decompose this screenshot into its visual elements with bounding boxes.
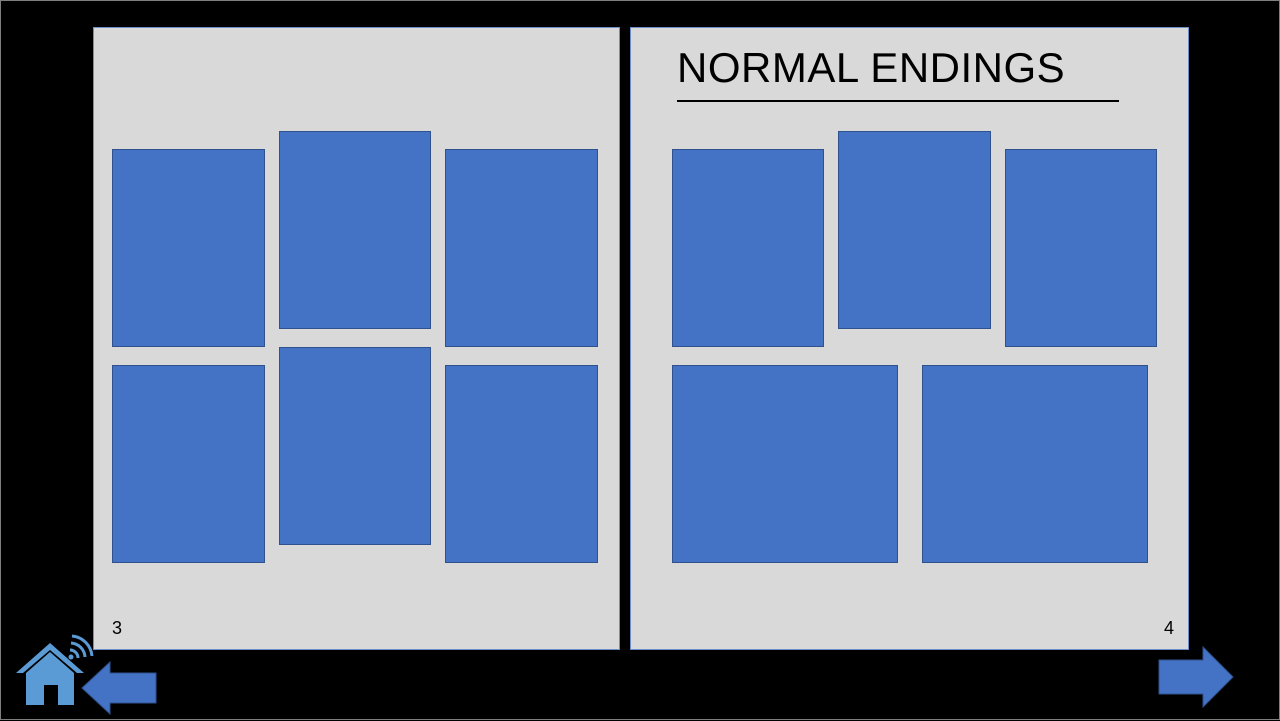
image-placeholder [112, 365, 265, 563]
page-number-left: 3 [112, 618, 123, 638]
home-button[interactable] [14, 633, 96, 709]
image-placeholder [279, 131, 431, 329]
image-placeholder [112, 149, 265, 347]
title-underline [677, 100, 1119, 102]
next-button[interactable] [1157, 645, 1235, 709]
image-placeholder [445, 365, 598, 563]
arrow-left-icon [81, 660, 157, 716]
image-placeholder [922, 365, 1148, 563]
image-placeholder [1005, 149, 1157, 347]
image-placeholder [672, 149, 824, 347]
home-wifi-icon [16, 634, 94, 705]
page-title: NORMAL ENDINGS [677, 44, 1066, 91]
image-placeholder [279, 347, 431, 545]
image-placeholder [838, 131, 991, 329]
image-placeholder [672, 365, 898, 563]
arrow-right-icon [1158, 645, 1234, 709]
page-number-right: 4 [1164, 618, 1175, 638]
back-button[interactable] [80, 660, 158, 716]
image-placeholder [445, 149, 598, 347]
